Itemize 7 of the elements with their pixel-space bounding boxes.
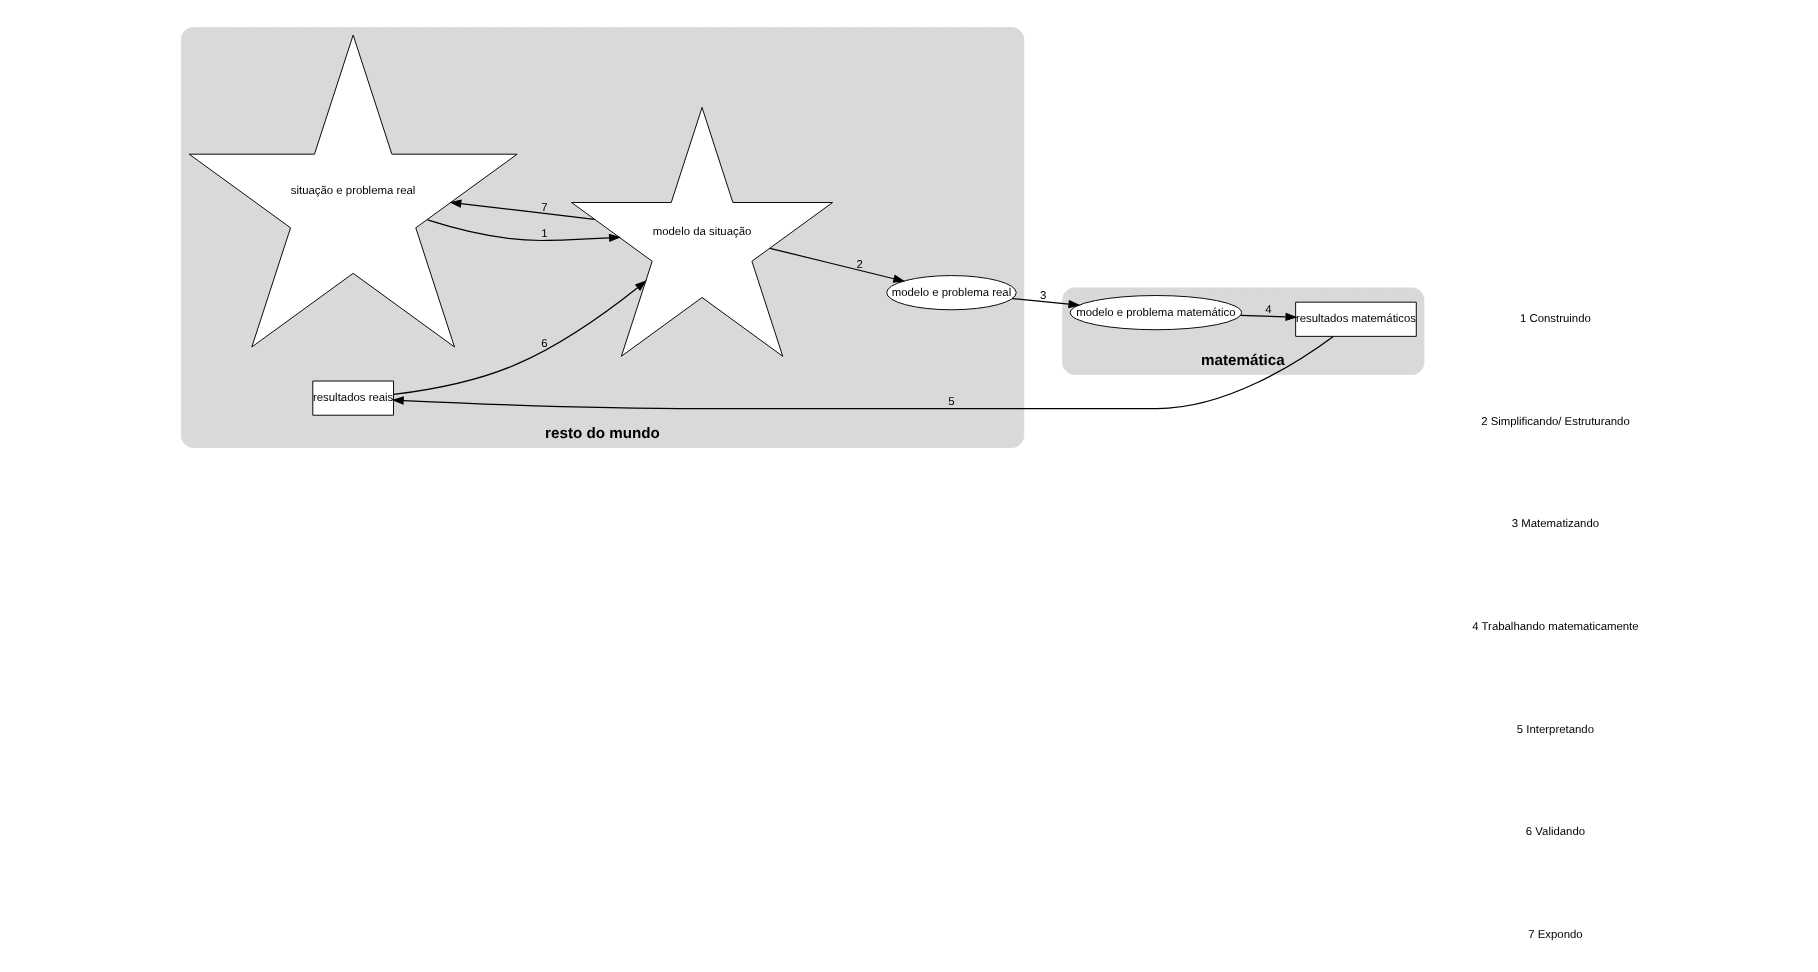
arrow <box>390 335 1333 410</box>
arrow <box>1010 297 1080 309</box>
arrow <box>392 280 646 396</box>
arrow <box>448 199 594 220</box>
arrow <box>768 247 905 283</box>
arrow <box>425 219 620 243</box>
arrow <box>1239 312 1297 322</box>
